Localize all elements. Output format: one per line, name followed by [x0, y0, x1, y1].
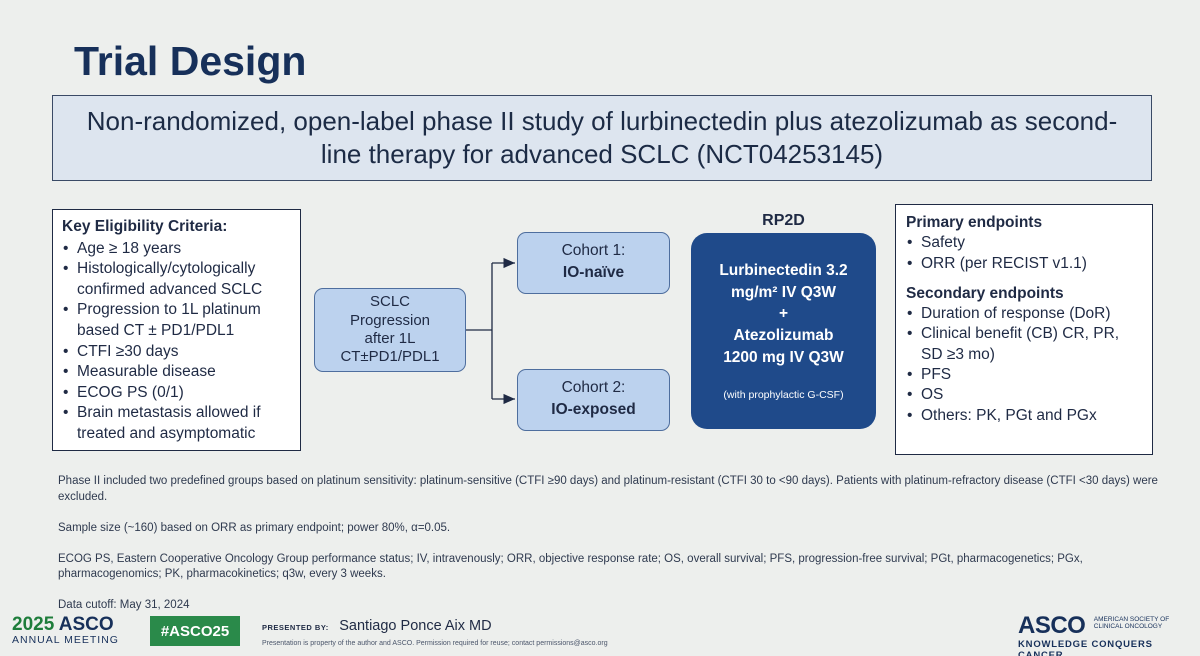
footnotes: Phase II included two predefined groups …: [58, 474, 1158, 614]
presented-by-label: PRESENTED BY:: [262, 623, 329, 632]
copyright-disclaimer: Presentation is property of the author a…: [262, 640, 608, 647]
footnote-groups: Phase II included two predefined groups …: [58, 475, 1158, 503]
eligibility-item: Brain metastasis allowed if treated and …: [62, 403, 292, 444]
footnote-sample-size: Sample size (~160) based on ORR as prima…: [58, 521, 451, 534]
regimen-line: Atezolizumab: [733, 327, 834, 345]
secondary-endpoint-item: OS: [906, 385, 1144, 406]
asco-annual-meeting-logo: 2025 ASCO ANNUAL MEETING: [12, 614, 119, 646]
sclc-line: SCLC: [369, 293, 410, 311]
regimen-line: 1200 mg IV Q3W: [723, 348, 844, 366]
meeting-subtitle: ANNUAL MEETING: [12, 634, 119, 646]
secondary-endpoint-item: Others: PK, PGt and PGx: [906, 406, 1144, 427]
cohort-1-group: IO-naïve: [562, 264, 625, 282]
endpoints-box: Primary endpoints Safety ORR (per RECIST…: [895, 204, 1153, 455]
eligibility-item: Measurable disease: [62, 362, 292, 383]
eligibility-item: Progression to 1L platinum based CT ± PD…: [62, 300, 292, 341]
logo-society-name: AMERICAN SOCIETY OF CLINICAL ONCOLOGY: [1094, 616, 1169, 631]
secondary-endpoints-heading: Secondary endpoints: [906, 284, 1064, 302]
logo-tagline: KNOWLEDGE CONQUERS CANCER: [1018, 639, 1153, 656]
regimen-line: +: [778, 305, 789, 323]
footnote-data-cutoff: Data cutoff: May 31, 2024: [58, 599, 190, 612]
cohort-2-box: Cohort 2: IO-exposed: [517, 369, 670, 431]
secondary-endpoint-item: Clinical benefit (CB) CR, PR, SD ≥3 mo): [906, 324, 1144, 365]
eligibility-heading: Key Eligibility Criteria:: [62, 218, 228, 235]
logo-wordmark: ASCO: [1018, 612, 1086, 639]
logo-society-line: AMERICAN SOCIETY OF: [1093, 616, 1170, 623]
primary-endpoints-list: Safety ORR (per RECIST v1.1): [906, 233, 1144, 274]
eligibility-item: Histologically/cytologically confirmed a…: [62, 259, 292, 300]
presenter-block: PRESENTED BY: Santiago Ponce Aix MD Pres…: [262, 617, 608, 647]
primary-endpoint-item: Safety: [906, 233, 1144, 254]
cohort-1-box: Cohort 1: IO-naïve: [517, 232, 670, 294]
study-summary-text: Non-randomized, open-label phase II stud…: [86, 105, 1118, 169]
treatment-regimen-box: Lurbinectedin 3.2 mg/m² IV Q3W + Atezoli…: [691, 233, 876, 429]
regimen-note: (with prophylactic G-CSF): [723, 389, 844, 402]
secondary-endpoint-item: PFS: [906, 365, 1144, 386]
regimen-line: mg/m² IV Q3W: [730, 283, 837, 301]
asco-society-logo: ASCO AMERICAN SOCIETY OF CLINICAL ONCOLO…: [1018, 612, 1200, 656]
secondary-endpoints-list: Duration of response (DoR) Clinical bene…: [906, 304, 1144, 426]
logo-society-line: CLINICAL ONCOLOGY: [1093, 623, 1163, 631]
regimen-line: Lurbinectedin 3.2: [719, 262, 848, 279]
sclc-line: CT±PD1/PDL1: [340, 348, 440, 366]
secondary-endpoint-item: Duration of response (DoR): [906, 304, 1144, 325]
slide-title: Trial Design: [74, 38, 307, 84]
sclc-line: after 1L: [364, 330, 416, 347]
study-summary-box: Non-randomized, open-label phase II stud…: [52, 95, 1152, 181]
cohort-1-name: Cohort 1:: [561, 242, 626, 259]
rp2d-label: RP2D: [762, 212, 805, 229]
primary-endpoint-item: ORR (per RECIST v1.1): [906, 254, 1144, 275]
hashtag-badge: #ASCO25: [150, 616, 240, 646]
primary-endpoints-heading: Primary endpoints: [906, 214, 1043, 231]
sclc-line: Progression: [349, 311, 431, 329]
meeting-name: ASCO: [58, 614, 114, 635]
meeting-year: 2025: [12, 614, 55, 635]
presenter-name: Santiago Ponce Aix MD: [339, 618, 492, 634]
eligibility-item: CTFI ≥30 days: [62, 342, 292, 363]
cohort-2-group: IO-exposed: [551, 401, 636, 419]
footnote-abbreviations: ECOG PS, Eastern Cooperative Oncology Gr…: [58, 552, 1083, 581]
sclc-progression-box: SCLC Progression after 1L CT±PD1/PDL1: [314, 288, 466, 372]
eligibility-list: Age ≥ 18 years Histologically/cytologica…: [62, 239, 292, 445]
eligibility-item: Age ≥ 18 years: [62, 239, 292, 260]
eligibility-item: ECOG PS (0/1): [62, 383, 292, 404]
eligibility-criteria-box: Key Eligibility Criteria: Age ≥ 18 years…: [52, 209, 301, 451]
cohort-2-name: Cohort 2:: [561, 379, 626, 396]
